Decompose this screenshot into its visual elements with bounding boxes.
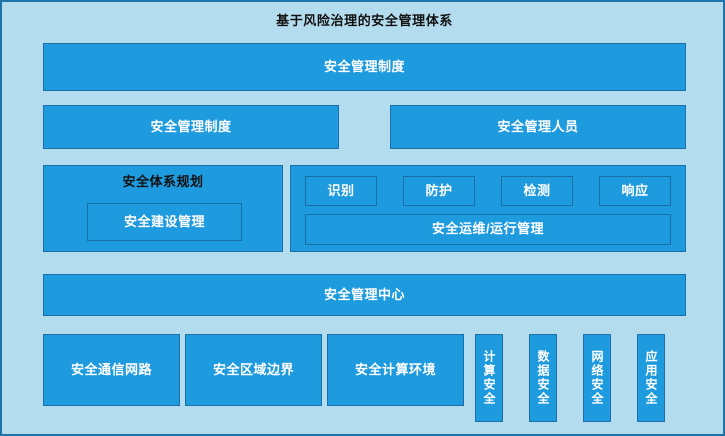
row5-vertical-block-0-label: 计算安全 <box>482 350 496 406</box>
row5-network-security-box[interactable]: 网络安全 <box>583 334 611 422</box>
row2-security-management-system-box[interactable]: 安全管理制度 <box>43 105 339 149</box>
row5-application-security-box[interactable]: 应用安全 <box>637 334 665 422</box>
row5-wide-block-2-label: 安全计算环境 <box>354 361 436 377</box>
row3-phase-protect-label: 防护 <box>425 182 453 198</box>
row3-phase-identify-box[interactable]: 识别 <box>305 176 377 206</box>
row2-left-label: 安全管理制度 <box>150 118 232 134</box>
row3-phase-respond-label: 响应 <box>621 182 649 198</box>
row4-security-management-center-banner[interactable]: 安全管理中心 <box>43 274 686 316</box>
row2-security-management-personnel-box[interactable]: 安全管理人员 <box>390 105 686 149</box>
row3-phase-respond-box[interactable]: 响应 <box>599 176 671 206</box>
row3-security-system-planning-group[interactable]: 安全体系规划 安全建设管理 <box>43 165 283 252</box>
row3-planning-group-title: 安全体系规划 <box>122 174 204 189</box>
row5-vertical-block-3-label: 应用安全 <box>644 350 658 406</box>
row3-phase-detect-label: 检测 <box>523 182 551 198</box>
row5-secure-computing-environment-box[interactable]: 安全计算环境 <box>327 334 464 406</box>
row2-right-label: 安全管理人员 <box>497 118 579 134</box>
row1-security-management-system-banner[interactable]: 安全管理制度 <box>43 43 686 91</box>
row3-planning-child-label: 安全建设管理 <box>123 213 205 229</box>
row5-secure-area-boundary-box[interactable]: 安全区域边界 <box>185 334 322 406</box>
page-title: 基于风险治理的安全管理体系 <box>276 13 453 28</box>
row3-security-construction-management-box[interactable]: 安全建设管理 <box>87 203 242 241</box>
row3-security-operations-group[interactable]: 识别 防护 检测 响应 安全运维/运行管理 <box>290 165 686 252</box>
row3-phase-detect-box[interactable]: 检测 <box>501 176 573 206</box>
row5-wide-block-1-label: 安全区域边界 <box>212 361 294 377</box>
row5-computing-security-box[interactable]: 计算安全 <box>475 334 503 422</box>
row5-vertical-block-2-label: 网络安全 <box>590 350 604 406</box>
row4-banner-label: 安全管理中心 <box>323 286 405 302</box>
row3-ops-bar-label: 安全运维/运行管理 <box>431 221 545 237</box>
row3-phase-identify-label: 识别 <box>327 182 355 198</box>
row1-banner-label: 安全管理制度 <box>323 58 405 74</box>
row3-phase-protect-box[interactable]: 防护 <box>403 176 475 206</box>
row5-data-security-box[interactable]: 数据安全 <box>529 334 557 422</box>
row5-vertical-block-1-label: 数据安全 <box>536 350 550 406</box>
row5-secure-communication-network-box[interactable]: 安全通信网路 <box>43 334 180 406</box>
row3-security-operations-management-bar[interactable]: 安全运维/运行管理 <box>305 214 671 245</box>
row5-wide-block-0-label: 安全通信网路 <box>70 361 152 377</box>
